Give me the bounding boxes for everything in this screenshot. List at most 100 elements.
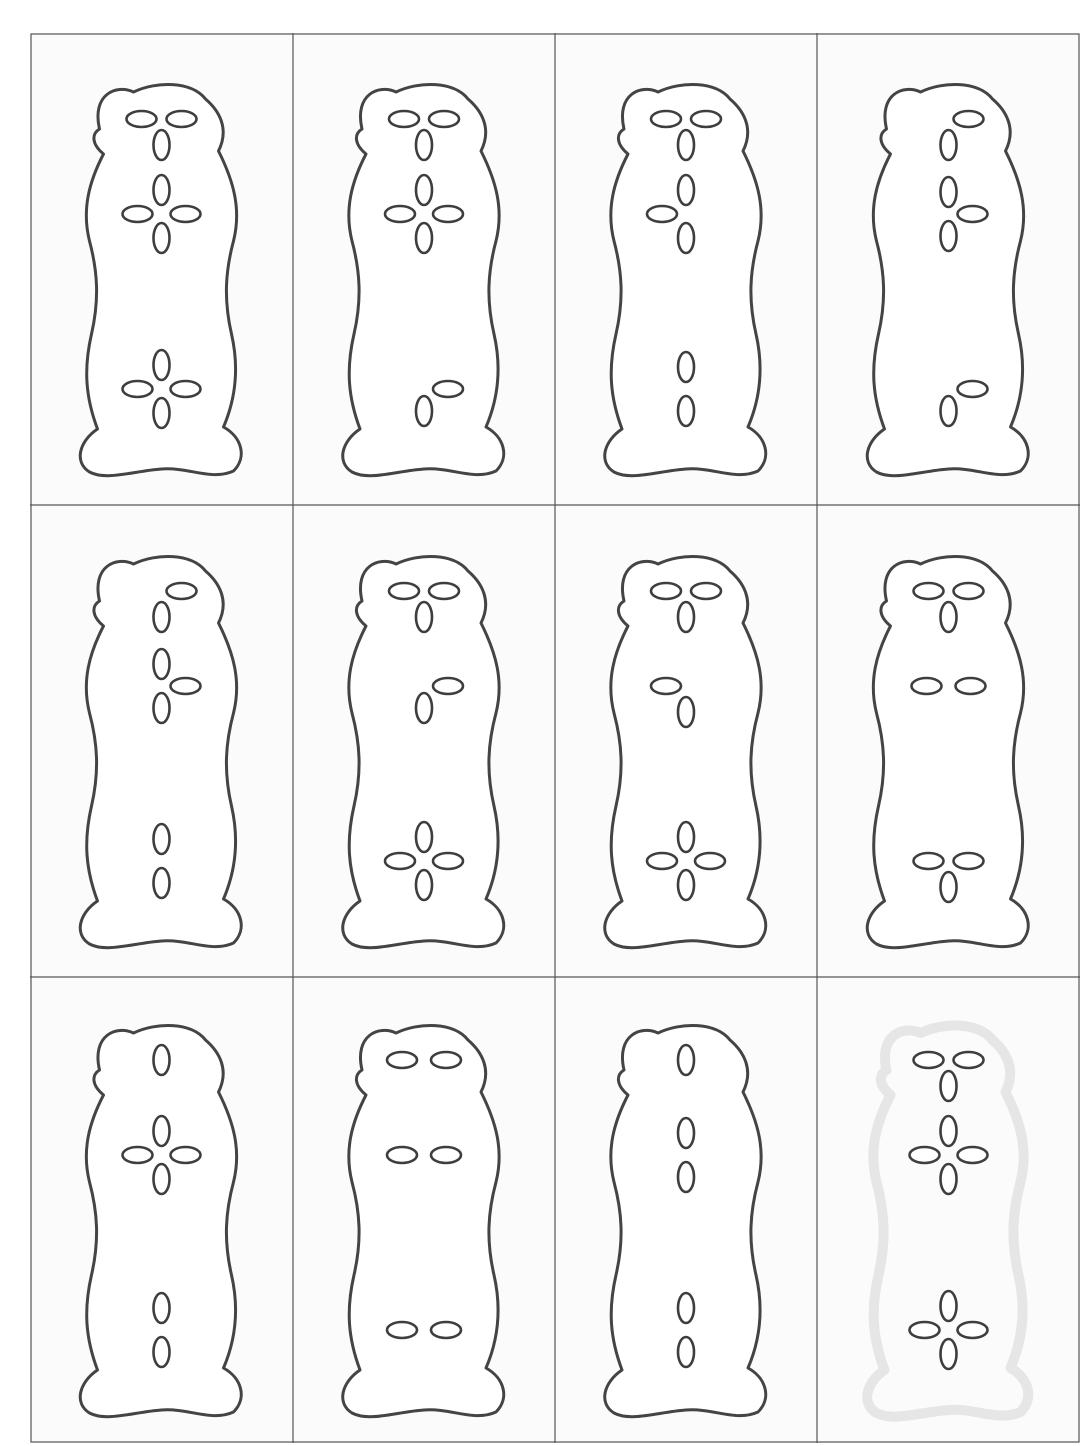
seed-icon xyxy=(389,111,419,127)
seed-icon xyxy=(433,678,463,694)
seed-icon xyxy=(127,111,157,127)
figure-card-r1c4 xyxy=(867,84,1028,475)
seed-icon xyxy=(387,1052,417,1068)
seed-icon xyxy=(910,1147,940,1163)
figure-card-r2c2 xyxy=(343,556,504,947)
seed-icon xyxy=(171,381,201,397)
seed-icon xyxy=(941,872,957,902)
seed-icon xyxy=(941,396,957,426)
seed-icon xyxy=(154,175,170,205)
seed-icon xyxy=(385,853,415,869)
seed-icon xyxy=(954,583,984,599)
seed-icon xyxy=(941,130,957,160)
seed-icon xyxy=(433,206,463,222)
seed-icon xyxy=(941,1071,957,1101)
seed-icon xyxy=(154,824,170,854)
seed-icon xyxy=(433,853,463,869)
seed-icon xyxy=(941,1164,957,1194)
seed-icon xyxy=(958,381,988,397)
seed-icon xyxy=(678,175,694,205)
seed-icon xyxy=(941,1291,957,1321)
figure-card-r1c3 xyxy=(605,84,766,475)
seed-icon xyxy=(154,602,170,632)
seed-icon xyxy=(416,870,432,900)
seed-icon xyxy=(651,111,681,127)
seed-icon xyxy=(416,822,432,852)
seed-icon xyxy=(171,1147,201,1163)
seed-icon xyxy=(691,111,721,127)
figure-card-r1c2 xyxy=(343,84,504,475)
seed-icon xyxy=(651,583,681,599)
seed-icon xyxy=(914,583,944,599)
seed-icon xyxy=(416,223,432,253)
seed-icon xyxy=(389,583,419,599)
seed-icon xyxy=(695,853,725,869)
seed-icon xyxy=(954,111,984,127)
seed-icon xyxy=(154,649,170,679)
seed-icon xyxy=(678,352,694,382)
seed-icon xyxy=(678,1337,694,1367)
seed-icon xyxy=(958,206,988,222)
seed-icon xyxy=(941,602,957,632)
seed-icon xyxy=(958,1322,988,1338)
seed-icon xyxy=(647,206,677,222)
seed-icon xyxy=(433,381,463,397)
seed-icon xyxy=(154,1164,170,1194)
seed-icon xyxy=(691,583,721,599)
seed-icon xyxy=(416,130,432,160)
seed-icon xyxy=(647,853,677,869)
seed-icon xyxy=(954,853,984,869)
seed-icon xyxy=(154,1116,170,1146)
seed-icon xyxy=(429,583,459,599)
seed-icon xyxy=(678,1045,694,1075)
seed-icon xyxy=(429,111,459,127)
seed-icon xyxy=(941,177,957,207)
seed-icon xyxy=(154,398,170,428)
seed-icon xyxy=(385,206,415,222)
seed-icon xyxy=(171,678,201,694)
seed-icon xyxy=(941,221,957,251)
figure-card-r3c3 xyxy=(605,1025,766,1416)
seed-icon xyxy=(958,1147,988,1163)
seed-icon xyxy=(912,678,942,694)
seed-icon xyxy=(416,396,432,426)
seed-icon xyxy=(956,678,986,694)
seed-icon xyxy=(431,1147,461,1163)
seed-icon xyxy=(123,381,153,397)
figure-card-r2c4 xyxy=(867,556,1028,947)
seed-icon xyxy=(678,822,694,852)
seed-icon xyxy=(123,1147,153,1163)
seed-icon xyxy=(416,693,432,723)
seed-icon xyxy=(167,583,197,599)
seed-icon xyxy=(910,1322,940,1338)
seed-icon xyxy=(678,870,694,900)
seed-icon xyxy=(678,1293,694,1323)
seed-icon xyxy=(431,1322,461,1338)
seed-icon xyxy=(678,396,694,426)
seed-icon xyxy=(416,602,432,632)
seed-icon xyxy=(154,868,170,898)
seed-icon xyxy=(941,1339,957,1369)
seed-icon xyxy=(154,1337,170,1367)
seed-icon xyxy=(154,1293,170,1323)
seed-icon xyxy=(154,130,170,160)
seed-icon xyxy=(914,1052,944,1068)
seed-icon xyxy=(914,853,944,869)
seed-icon xyxy=(416,175,432,205)
figure-card-r3c4 xyxy=(867,1025,1028,1416)
seed-icon xyxy=(678,697,694,727)
seed-icon xyxy=(954,1052,984,1068)
seed-icon xyxy=(678,1118,694,1148)
seed-icon xyxy=(123,206,153,222)
seed-icon xyxy=(167,111,197,127)
seed-icon xyxy=(678,130,694,160)
seed-icon xyxy=(154,223,170,253)
figure-card-r1c1 xyxy=(80,84,241,475)
seed-icon xyxy=(154,1045,170,1075)
seed-icon xyxy=(678,223,694,253)
figure-card-r2c3 xyxy=(605,556,766,947)
seed-icon xyxy=(431,1052,461,1068)
card-grid xyxy=(30,33,1080,1443)
seed-icon xyxy=(154,350,170,380)
figure-card-r3c1 xyxy=(80,1025,241,1416)
